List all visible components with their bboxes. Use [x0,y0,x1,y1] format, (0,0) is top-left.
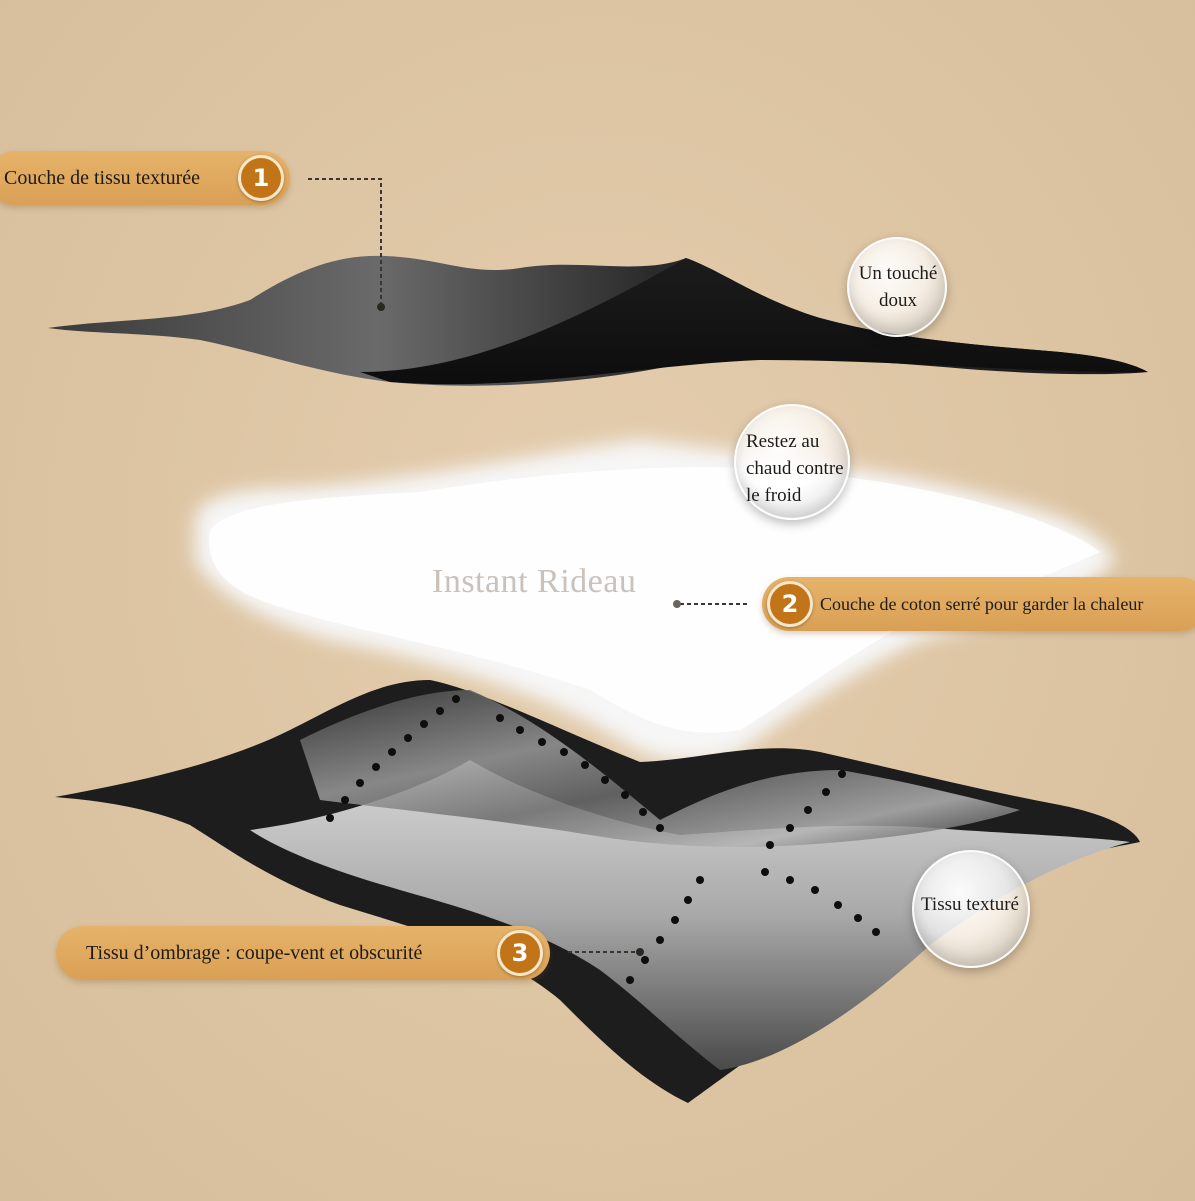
leader-dot-1 [377,303,385,311]
leader-dot-2 [673,600,681,608]
warm-bubble [734,404,850,520]
layer-1-label: Couche de tissu texturée 1 [0,151,290,205]
watermark: Instant Rideau [432,563,637,600]
layer-1-text: Couche de tissu texturée [4,166,201,189]
cotton-layer [195,440,1115,762]
textured-fabric-layer [48,255,1148,386]
shading-fabric-layer [55,680,1140,1103]
soft-touch-bubble [847,237,947,337]
textured-text: Tissu texturé [920,894,1019,915]
layer-3-text: Tissu d’ombrage : coupe-vent et obscurit… [86,941,423,964]
textured-bubble [912,850,1030,968]
leader-lines [308,178,750,953]
badge-2: 2 [767,581,813,627]
badge-1: 1 [238,155,284,201]
layer-2-text: Couche de coton serré pour garder la cha… [820,593,1144,614]
warm-text: Restez au chaud contre le froid [746,431,844,506]
badge-3: 3 [497,930,543,976]
layer-2-label: 2 Couche de coton serré pour garder la c… [762,577,1195,631]
layer-3-label: Tissu d’ombrage : coupe-vent et obscurit… [56,926,550,980]
leader-dot-3 [636,948,644,956]
stitching [326,695,880,984]
soft-touch-text: Un touché doux [858,263,938,311]
